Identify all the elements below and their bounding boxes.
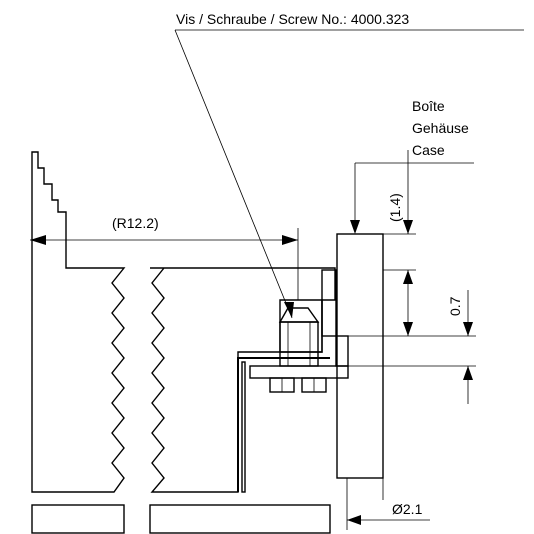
case-section: [321, 233, 384, 479]
dim-1-4-label: (1.4): [387, 193, 403, 222]
dim-1-4: [383, 150, 416, 336]
screw-label: Vis / Schraube / Screw No.: 4000.323: [176, 11, 409, 27]
left-tube-section: [31, 151, 126, 493]
dim-radius: [30, 228, 299, 300]
screw-leader: [174, 29, 524, 319]
case-label-de: Gehäuse: [412, 120, 469, 136]
dim-radius-label: (R12.2): [112, 215, 159, 231]
dim-diameter-label: Ø2.1: [392, 501, 423, 517]
bracket-outline: [237, 357, 330, 493]
case-label-fr: Boîte: [412, 98, 445, 114]
bottom-plate-section: [31, 504, 331, 534]
case-leader: [350, 162, 474, 234]
dim-diameter: [346, 478, 430, 530]
screw: [249, 307, 349, 393]
case-label-en: Case: [412, 142, 445, 158]
dim-0-7: [336, 290, 476, 404]
dim-0-7-label: 0.7: [447, 296, 463, 316]
